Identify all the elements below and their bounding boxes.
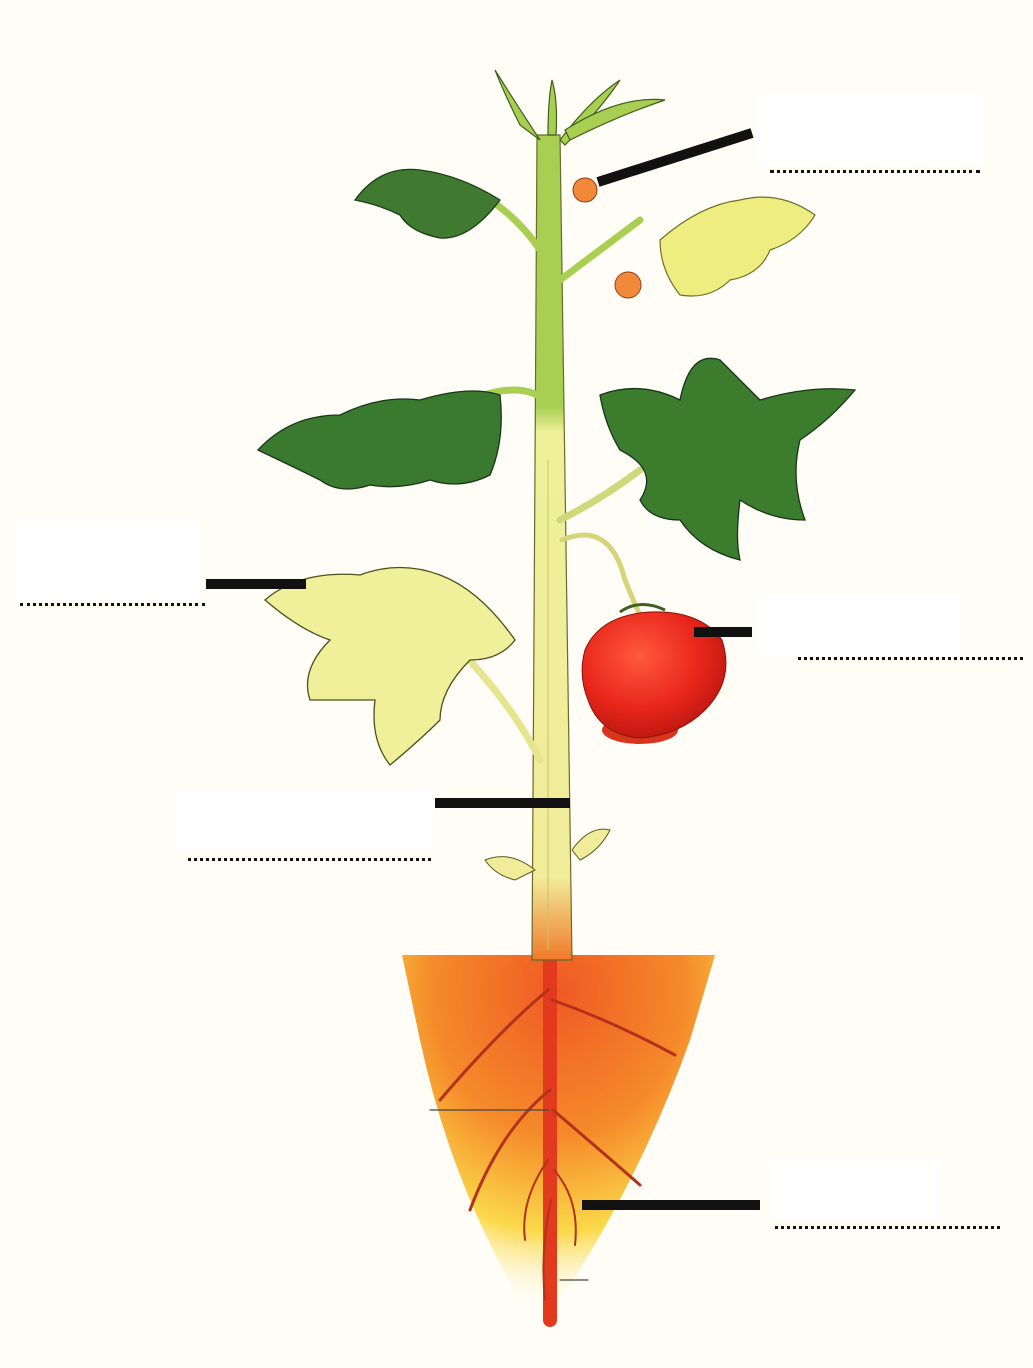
pointer-flower	[598, 133, 752, 182]
answer-line-leaf	[20, 603, 205, 606]
label-blank-fruit[interactable]	[755, 595, 960, 655]
tomato-fruit	[582, 604, 726, 744]
label-blank-leaf[interactable]	[15, 520, 200, 600]
main-stem	[532, 135, 572, 960]
middle-left-leaf	[258, 391, 501, 489]
upper-right-leaf	[660, 197, 815, 296]
answer-line-root	[775, 1226, 1000, 1229]
middle-right-leaf	[600, 358, 855, 560]
flowers	[573, 178, 641, 298]
upper-left-leaf	[355, 169, 500, 238]
soil-zone	[402, 955, 715, 1313]
answer-line-stem	[188, 858, 431, 861]
label-blank-stem[interactable]	[175, 790, 433, 850]
answer-line-flower	[770, 170, 980, 173]
answer-line-fruit	[798, 657, 1023, 660]
label-blank-root[interactable]	[770, 1160, 940, 1220]
top-shoots	[495, 70, 665, 145]
label-blank-flower[interactable]	[755, 95, 983, 165]
